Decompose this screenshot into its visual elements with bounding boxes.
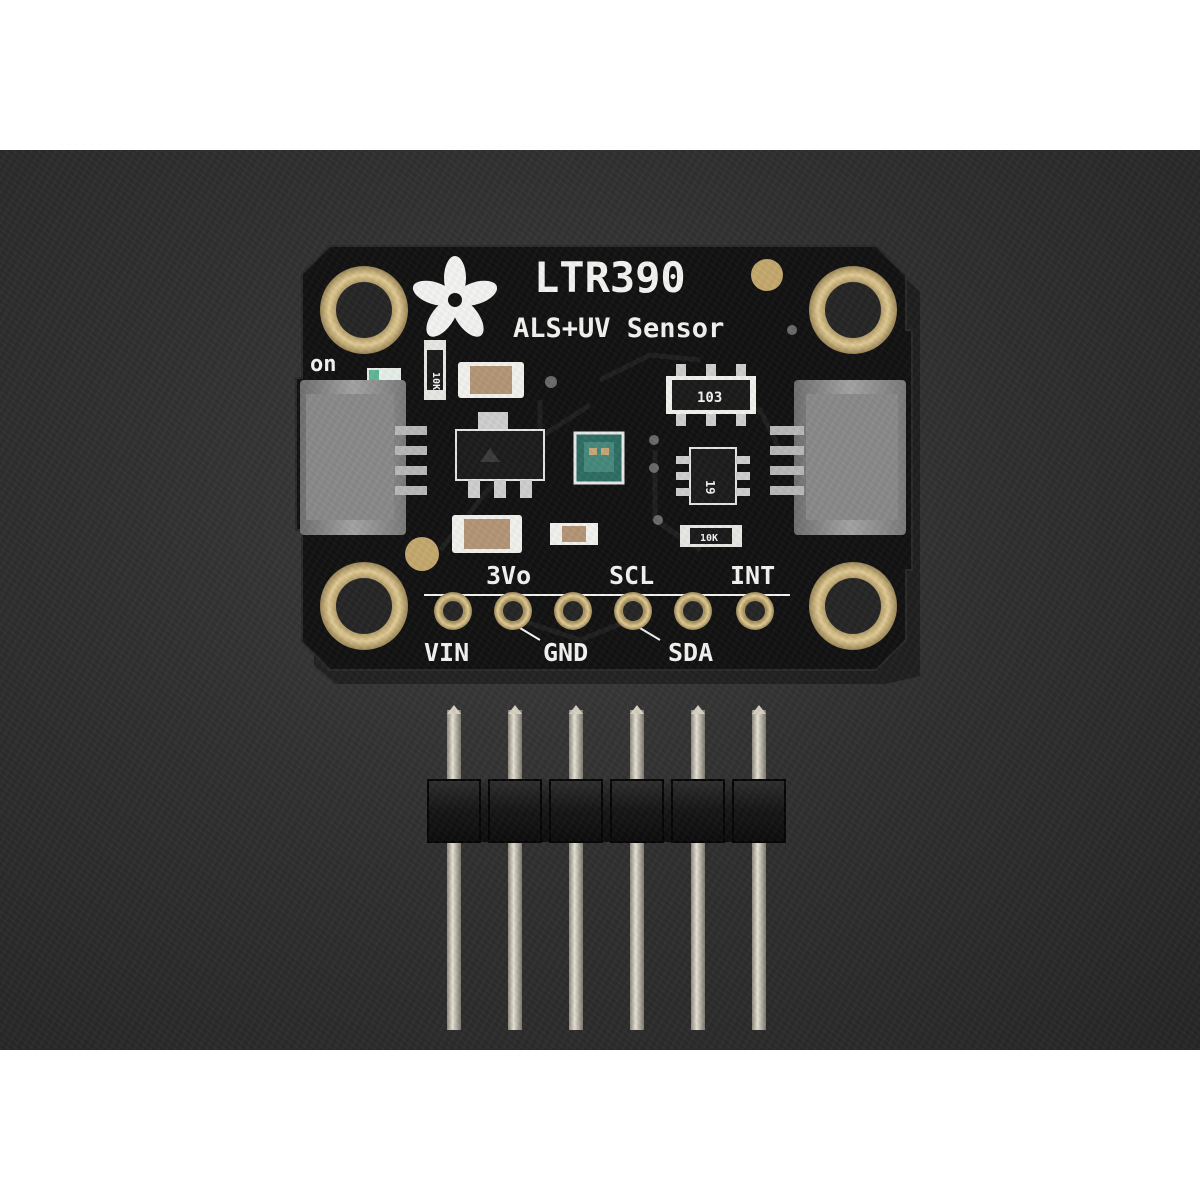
header-pin-tip xyxy=(691,705,705,714)
level-shifter-ic: 19 xyxy=(676,447,750,505)
mounting-hole-bottom-left xyxy=(320,562,408,650)
header-pin xyxy=(447,710,461,1030)
resistor-network: 103 xyxy=(666,364,756,426)
pin-pad-int xyxy=(736,592,774,630)
pin-pad-gnd xyxy=(554,592,592,630)
header-pin xyxy=(752,710,766,1030)
header-pin xyxy=(630,710,644,1030)
board-subtitle: ALS+UV Sensor xyxy=(513,313,724,344)
pin-silk-outline xyxy=(424,594,790,641)
capacitor-bottom xyxy=(452,515,522,553)
capacitor-small xyxy=(550,523,598,545)
resistor-left-mark: 10K xyxy=(430,372,441,390)
voltage-regulator xyxy=(455,412,545,498)
capacitor-top xyxy=(458,362,524,398)
header-pin-block xyxy=(671,779,725,843)
header-pin-tip xyxy=(447,705,461,714)
pin-label-gnd: GND xyxy=(543,638,588,667)
pin-label-int: INT xyxy=(730,561,775,590)
product-photo: LTR390 ALS+UV Sensor on 10K xyxy=(0,150,1200,1050)
stemma-connector-right xyxy=(770,380,906,535)
ltr390-sensor-chip xyxy=(573,431,625,485)
pin-label-vin: VIN xyxy=(424,638,469,667)
pin-label-scl: SCL xyxy=(609,561,654,590)
vias xyxy=(545,325,797,525)
header-pin-tip xyxy=(569,705,583,714)
header-pin xyxy=(691,710,705,1030)
header-pin-tip xyxy=(752,705,766,714)
resistor-right: 10K xyxy=(680,525,742,547)
header-pin-block xyxy=(488,779,542,843)
pin-pad-3vo xyxy=(494,592,532,630)
pin-pad-scl xyxy=(614,592,652,630)
board-title: LTR390 xyxy=(534,253,686,302)
header-pin-block xyxy=(427,779,481,843)
mounting-hole-bottom-right xyxy=(809,562,897,650)
mounting-holes xyxy=(320,266,897,650)
header-pin-tip xyxy=(630,705,644,714)
header-pin-tip xyxy=(508,705,522,714)
mounting-hole-top-left xyxy=(320,266,408,354)
pin-label-sda: SDA xyxy=(668,638,713,667)
pin-pad-sda xyxy=(674,592,712,630)
led-label: on xyxy=(310,352,337,377)
pin-label-3vo: 3Vo xyxy=(486,561,531,590)
resistor-right-mark: 10K xyxy=(700,533,718,544)
header-pin xyxy=(508,710,522,1030)
mounting-hole-top-right xyxy=(809,266,897,354)
pin-pad-vin xyxy=(434,592,472,630)
product-scene: LTR390 ALS+UV Sensor on 10K xyxy=(295,245,920,1030)
header-pin xyxy=(569,710,583,1030)
header-pin-block xyxy=(549,779,603,843)
adafruit-flower-logo-icon xyxy=(412,256,498,337)
resistor-left: 10K xyxy=(424,340,446,400)
test-pad-bottom xyxy=(405,537,439,571)
header-pin-block xyxy=(610,779,664,843)
resistor-network-mark: 103 xyxy=(697,390,722,406)
pin-pads xyxy=(434,592,774,630)
level-shifter-mark: 19 xyxy=(703,480,717,494)
power-led-window xyxy=(369,370,379,384)
pin-header xyxy=(427,705,786,1030)
stemma-connector-left xyxy=(300,380,427,535)
test-pad-top xyxy=(751,259,783,291)
header-pin-block xyxy=(732,779,786,843)
